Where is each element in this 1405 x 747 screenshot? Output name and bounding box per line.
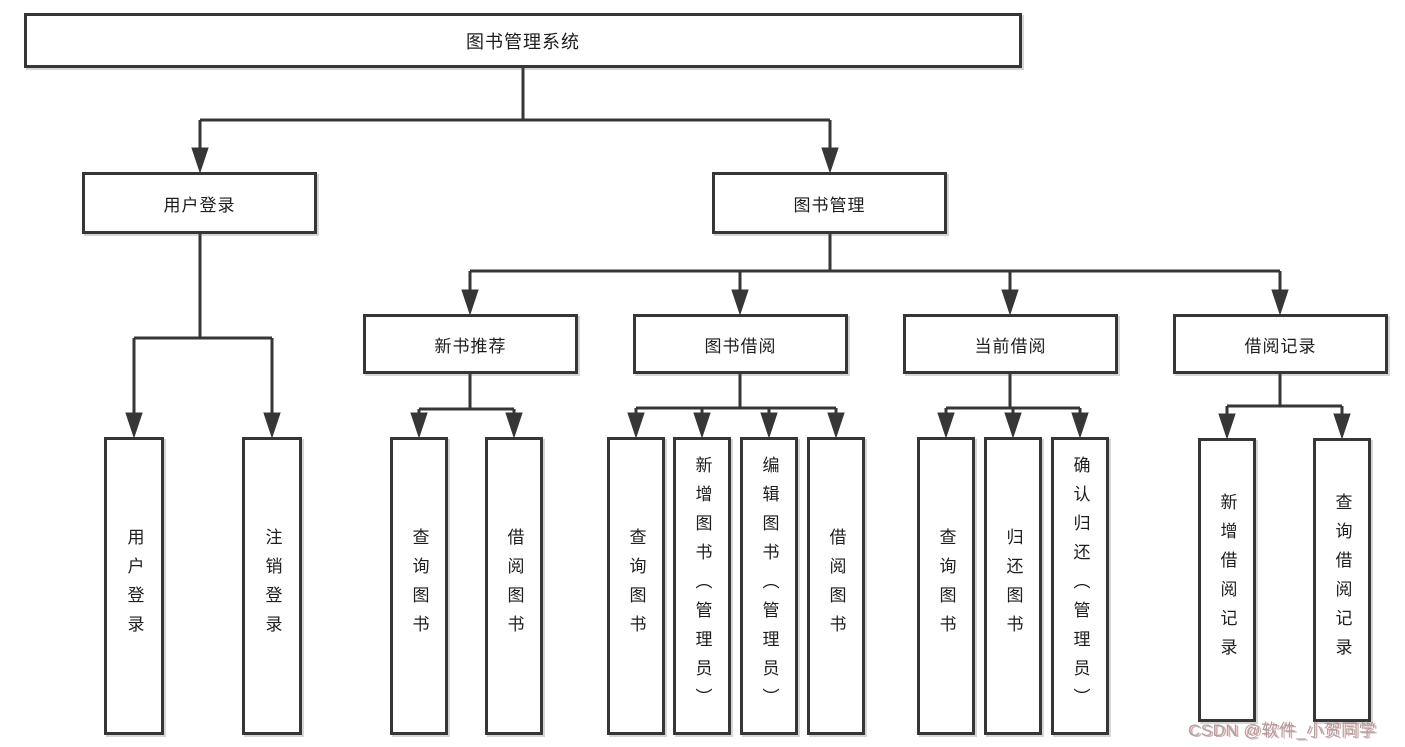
arrowhead: [125, 412, 143, 439]
node-current-borrowing: 当前借阅: [903, 314, 1118, 374]
arrowhead: [1271, 289, 1289, 316]
node-book-borrowing: 图书借阅: [633, 314, 848, 374]
node-label: 图书管理: [793, 195, 866, 215]
arrowhead: [461, 289, 479, 316]
leaf-confirm-return-admin: 确认归还（管理员）: [1051, 437, 1109, 735]
node-label: 用户登录: [124, 528, 144, 644]
leaf-user-login: 用户登录: [104, 437, 164, 735]
node-borrow-records: 借阅记录: [1173, 314, 1388, 374]
node-label: 用户登录: [163, 195, 236, 215]
node-label: 查询图书: [936, 528, 956, 644]
node-label: 查询借阅记录: [1332, 493, 1352, 667]
arrowhead: [821, 147, 839, 174]
arrowhead: [191, 147, 209, 174]
leaf-query-books-borrowing: 查询图书: [607, 437, 665, 735]
node-user-login: 用户登录: [82, 172, 317, 234]
node-library-management-system: 图书管理系统: [24, 13, 1022, 68]
arrowhead: [1333, 413, 1351, 440]
arrowhead: [1001, 289, 1019, 316]
node-label: 注销登录: [262, 528, 282, 644]
arrowhead: [1071, 412, 1089, 439]
arrowhead: [505, 412, 523, 439]
node-new-book-recommend: 新书推荐: [363, 314, 578, 374]
node-book-management: 图书管理: [712, 172, 947, 234]
arrowhead: [731, 289, 749, 316]
node-label: 借阅图书: [504, 528, 524, 644]
arrowhead: [1218, 413, 1236, 440]
arrowhead: [937, 412, 955, 439]
node-label: 新增借阅记录: [1217, 493, 1237, 667]
leaf-add-books-admin: 新增图书（管理员）: [673, 437, 731, 735]
node-label: 新增图书（管理员）: [692, 455, 712, 717]
arrowhead: [1004, 412, 1022, 439]
node-label: 图书管理系统: [466, 31, 580, 52]
leaf-edit-books-admin: 编辑图书（管理员）: [740, 437, 798, 735]
leaf-query-books-current: 查询图书: [917, 437, 975, 735]
leaf-borrow-books-borrowing: 借阅图书: [807, 437, 865, 735]
leaf-logout: 注销登录: [242, 437, 302, 735]
arrowhead: [827, 412, 845, 439]
node-label: 借阅图书: [826, 528, 846, 644]
node-label: 归还图书: [1003, 528, 1023, 644]
node-label: 确认归还（管理员）: [1070, 455, 1090, 717]
node-label: 查询图书: [626, 528, 646, 644]
node-label: 编辑图书（管理员）: [759, 455, 779, 717]
arrowhead: [263, 412, 281, 439]
node-label: 新书推荐: [434, 336, 507, 356]
node-label: 当前借阅: [974, 336, 1047, 356]
arrowhead: [410, 412, 428, 439]
arrowhead: [693, 412, 711, 439]
leaf-query-books-recommend: 查询图书: [390, 437, 448, 735]
leaf-add-borrow-record: 新增借阅记录: [1198, 438, 1256, 722]
node-label: 查询图书: [409, 528, 429, 644]
node-label: 借阅记录: [1244, 336, 1317, 356]
csdn-watermark: CSDN @软件_小贺同学: [1188, 721, 1377, 740]
leaf-borrow-books-recommend: 借阅图书: [485, 437, 543, 735]
node-label: 图书借阅: [704, 336, 777, 356]
leaf-return-books: 归还图书: [984, 437, 1042, 735]
leaf-query-borrow-record: 查询借阅记录: [1313, 438, 1371, 722]
arrowhead: [627, 412, 645, 439]
arrowhead: [760, 412, 778, 439]
